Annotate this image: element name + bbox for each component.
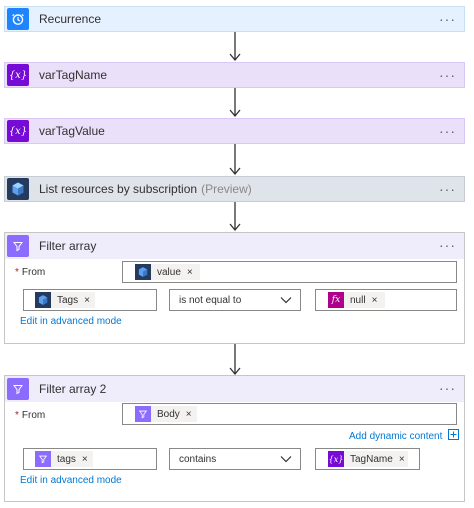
add-dynamic-content-label: Add dynamic content [349,431,443,442]
filter-icon [7,235,29,257]
token-label: Body [157,408,180,420]
connector-arrow-icon [229,144,241,176]
step-title: Recurrence [39,12,102,26]
from-label-text: From [21,410,46,421]
from-label: *From [15,410,45,421]
add-dynamic-content-link[interactable]: Add dynamic content [349,429,460,442]
token-label: TagName [350,453,393,465]
more-options-icon[interactable]: ··· [439,237,456,253]
step-title: Filter array 2 [39,382,107,396]
from-label-text: From [21,267,46,278]
connector-arrow-icon [229,202,241,232]
token-label: null [350,294,366,306]
step-var-tag-value[interactable]: {x} varTagValue ··· [4,118,465,144]
cube-icon [7,178,29,200]
step-title: Filter array [39,239,97,253]
step-var-tag-value-header[interactable]: {x} varTagValue [5,118,464,144]
required-mark: * [15,267,19,278]
condition-right-token[interactable]: fx null × [328,292,385,308]
expression-icon: fx [328,292,344,308]
condition-right-token[interactable]: {x} TagName × [328,451,408,467]
operator-value: contains [179,454,217,465]
chevron-down-icon [280,456,292,463]
step-list-resources[interactable]: List resources by subscription (Preview)… [4,176,465,202]
step-var-tag-name-header[interactable]: {x} varTagName [5,62,464,88]
cube-icon [135,264,151,280]
step-recurrence-header[interactable]: Recurrence [5,6,464,32]
condition-left-input[interactable]: tags × [23,448,157,470]
chevron-down-icon [280,297,292,304]
edit-advanced-mode-link[interactable]: Edit in advanced mode [20,316,122,327]
from-token-body[interactable]: Body × [135,406,197,422]
condition-right-input[interactable]: fx null × [315,289,457,311]
edit-advanced-mode-link[interactable]: Edit in advanced mode [20,475,122,486]
connector-arrow-icon [229,344,241,376]
cube-icon [35,292,51,308]
from-input[interactable]: Body × [122,403,457,425]
remove-token-icon[interactable]: × [186,266,193,278]
filter-icon [7,378,29,400]
filter-icon [135,406,151,422]
preview-tag: (Preview) [201,182,252,196]
token-label: tags [57,453,76,465]
step-filter-array[interactable]: Filter array ··· *From value × Tags × is… [4,232,465,344]
connector-arrow-icon [229,32,241,62]
condition-left-token[interactable]: tags × [35,451,93,467]
condition-left-input[interactable]: Tags × [23,289,157,311]
condition-left-token[interactable]: Tags × [35,292,95,308]
step-filter-array-header[interactable]: Filter array [5,233,464,259]
step-var-tag-name[interactable]: {x} varTagName ··· [4,62,465,88]
remove-token-icon[interactable]: × [81,453,88,465]
more-options-icon[interactable]: ··· [439,181,456,197]
remove-token-icon[interactable]: × [84,294,90,306]
alarm-clock-icon [7,8,29,30]
step-filter-array-2-header[interactable]: Filter array 2 [5,376,464,402]
connector-arrow-icon [229,88,241,118]
filter-icon [35,451,51,467]
variable-icon: {x} [328,451,344,467]
from-token-value[interactable]: value × [135,264,200,280]
variable-icon: {x} [7,64,29,86]
operator-value: is not equal to [179,295,242,306]
required-mark: * [15,410,19,421]
from-label: *From [15,267,45,278]
more-options-icon[interactable]: ··· [439,67,456,83]
more-options-icon[interactable]: ··· [439,11,456,27]
operator-dropdown[interactable]: contains [169,448,301,470]
remove-token-icon[interactable]: × [371,294,378,306]
operator-dropdown[interactable]: is not equal to [169,289,301,311]
more-options-icon[interactable]: ··· [439,380,456,396]
step-title: varTagName [39,68,108,82]
step-recurrence[interactable]: Recurrence ··· [4,6,465,32]
variable-icon: {x} [7,120,29,142]
token-label: value [157,266,181,278]
step-title: List resources by subscription [39,182,198,196]
from-input[interactable]: value × [122,261,457,283]
token-label: Tags [57,294,79,306]
remove-token-icon[interactable]: × [185,408,192,420]
step-filter-array-2[interactable]: Filter array 2 ··· *From Body × Add dyna… [4,375,465,502]
step-title: varTagValue [39,124,105,138]
condition-right-input[interactable]: {x} TagName × [315,448,420,470]
more-options-icon[interactable]: ··· [439,123,456,139]
add-icon [448,429,460,440]
remove-token-icon[interactable]: × [398,453,405,465]
step-list-resources-header[interactable]: List resources by subscription (Preview) [5,176,464,202]
